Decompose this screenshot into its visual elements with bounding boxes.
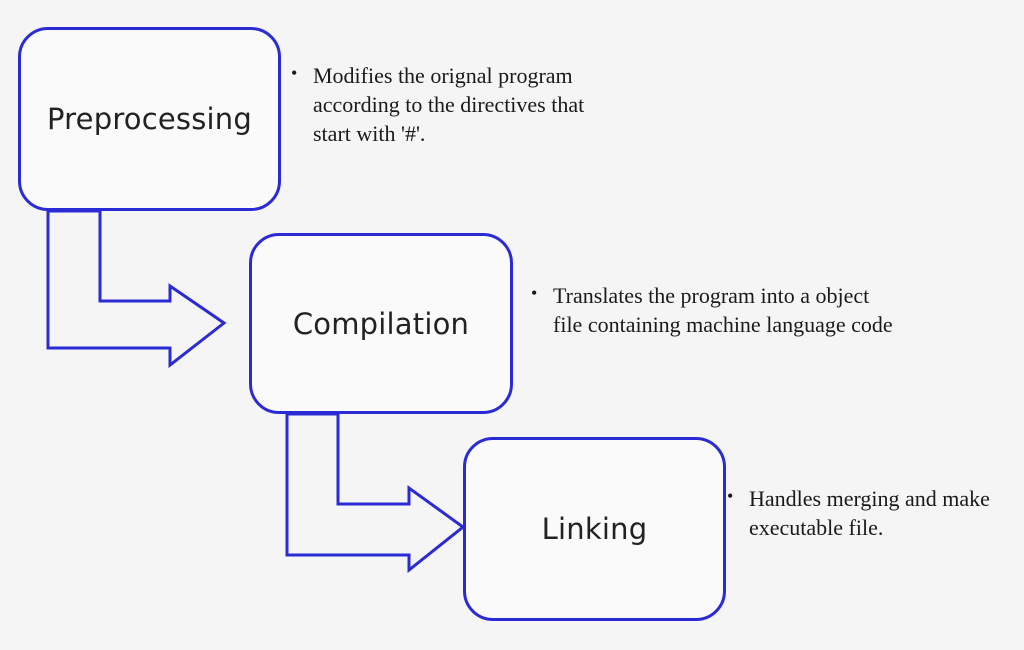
preprocessing-description-list: Modifies the orignal program according t… <box>291 59 591 148</box>
compilation-description-list: Translates the program into a object fil… <box>531 279 901 339</box>
arrow-preprocessing-to-compilation <box>46 209 227 369</box>
preprocessing-description: Modifies the orignal program according t… <box>291 59 591 148</box>
compilation-description: Translates the program into a object fil… <box>531 279 901 339</box>
arrow-compilation-to-linking <box>285 412 466 574</box>
linking-label: Linking <box>541 512 648 546</box>
preprocessing-box: Preprocessing <box>18 27 281 211</box>
compilation-box: Compilation <box>249 233 513 414</box>
compilation-label: Compilation <box>292 306 470 341</box>
linking-description-list: Handles merging and make executable file… <box>727 482 1002 542</box>
preprocessing-label: Preprocessing <box>47 102 252 136</box>
linking-description: Handles merging and make executable file… <box>727 482 1002 542</box>
linking-box: Linking <box>463 437 726 621</box>
